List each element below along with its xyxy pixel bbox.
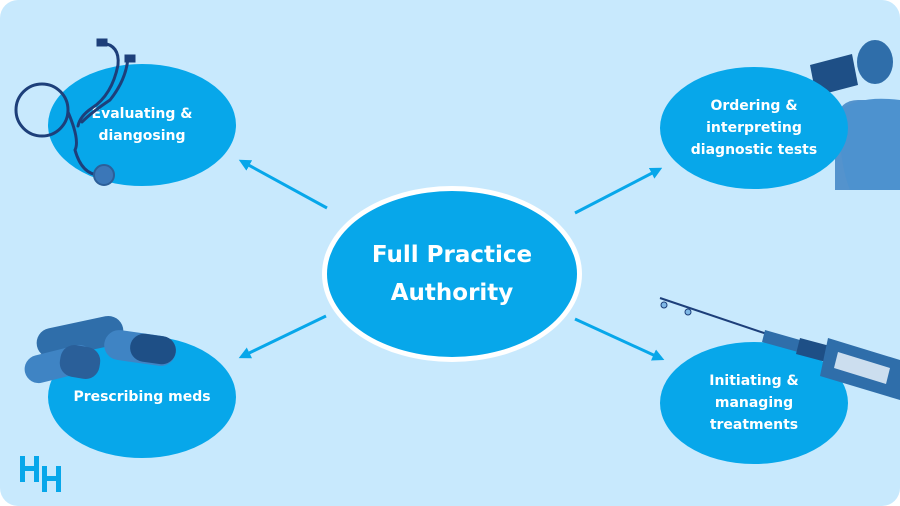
syringe-icon (659, 297, 900, 400)
node-ordering: Ordering & interpreting diagnostic tests (660, 67, 848, 189)
hh-logo (20, 456, 61, 492)
node-evaluating-label: Evaluating & diangosing (91, 106, 193, 144)
arrow-to-evaluating (238, 159, 328, 210)
stethoscope-icon (14, 38, 136, 186)
node-initiating-label: Initiating & managing treatments (709, 373, 799, 433)
center-node-label: Full Practice Authority (371, 242, 533, 306)
doctor-xray-icon (810, 40, 900, 190)
node-prescribing-label: Prescribing meds (73, 389, 211, 405)
capsules-icon (24, 315, 176, 384)
arrow-to-initiating (574, 317, 665, 361)
arrow-to-prescribing (238, 314, 327, 359)
arrow-to-ordering (574, 167, 663, 215)
node-ordering-label: Ordering & interpreting diagnostic tests (690, 98, 818, 158)
center-node: Full Practice Authority (322, 186, 582, 362)
node-initiating: Initiating & managing treatments (660, 342, 848, 464)
